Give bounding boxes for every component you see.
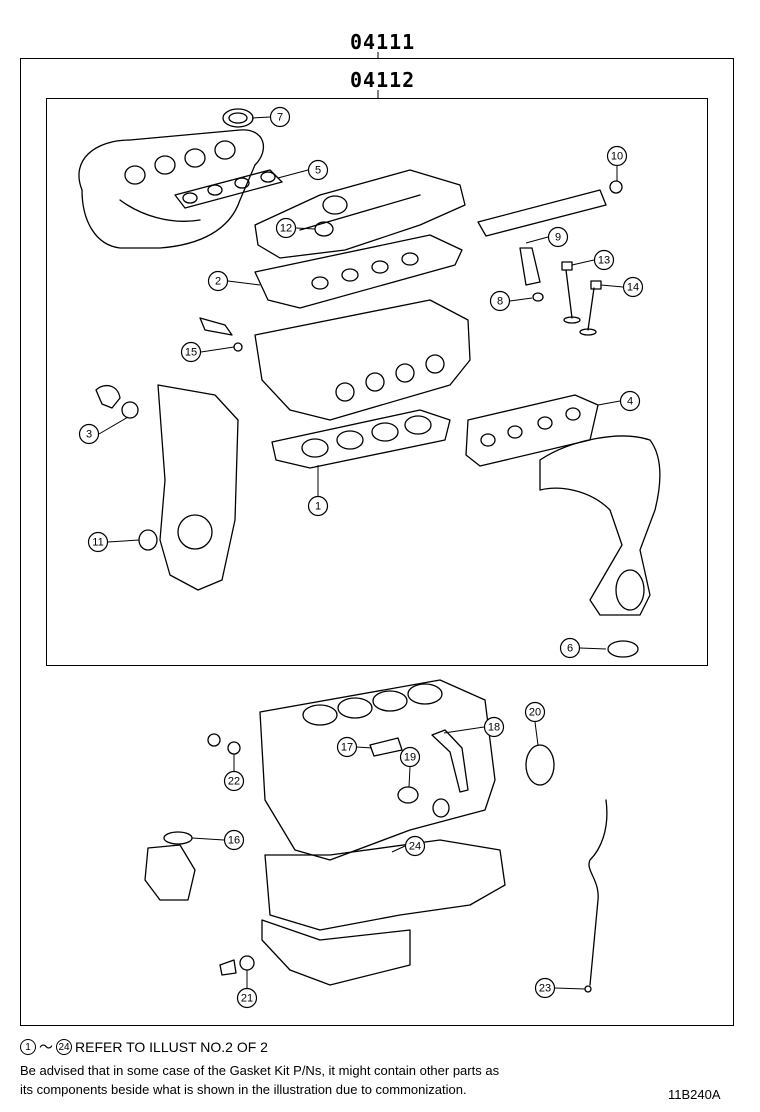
callout-label: 5 [315, 165, 321, 177]
callout-label: 4 [627, 396, 633, 408]
outer-kit-frame [20, 58, 734, 1026]
callout-label: 16 [228, 835, 240, 847]
callout-20: 20 [524, 701, 546, 723]
cylinder-head-part [254, 299, 471, 421]
callout-23: 23 [534, 977, 556, 999]
callout-label: 24 [409, 841, 421, 853]
head-cover-gasket-part [254, 234, 463, 309]
advisory-line-1: Be advised that in some case of the Gask… [20, 1063, 500, 1078]
oil-pan-part [261, 839, 506, 986]
callout-9: 9 [547, 226, 569, 248]
callout-ref-to: 24 [56, 1039, 72, 1055]
callout-label: 21 [241, 993, 253, 1005]
callout-label: 20 [529, 707, 541, 719]
throttle-gasket-part [222, 108, 254, 128]
fuel-rail-part [477, 180, 623, 302]
sensor-24-part [432, 798, 450, 818]
exhaust-manifold-part [539, 435, 661, 616]
callout-15: 15 [180, 341, 202, 363]
oil-filler-gasket-part [314, 221, 334, 237]
bracket-17-part [369, 737, 403, 757]
plug-part [207, 733, 221, 747]
dipstick-guide-part [588, 799, 608, 986]
callout-10: 10 [606, 145, 628, 167]
washer-21-part [239, 955, 255, 971]
callout-label: 3 [86, 429, 92, 441]
range-separator: ～ [39, 1039, 53, 1055]
callout-label: 6 [567, 643, 573, 655]
callout-label: 1 [315, 501, 321, 513]
head-cover-part [254, 169, 466, 259]
exhaust-gasket-part [465, 394, 599, 467]
washer-22-part [227, 741, 241, 755]
callout-label: 9 [555, 232, 561, 244]
callout-label: 17 [341, 742, 353, 754]
callout-13: 13 [593, 249, 615, 271]
kit-code-outer: 04111 [350, 30, 416, 54]
callout-label: 22 [228, 776, 240, 788]
seal-19-part [397, 786, 419, 804]
timing-cover-part [157, 384, 239, 591]
callout-16: 16 [223, 829, 245, 851]
callout-5: 5 [307, 159, 329, 181]
intake-gasket-part [174, 169, 283, 209]
callout-12: 12 [275, 217, 297, 239]
callout-14: 14 [622, 276, 644, 298]
intake-manifold-part [78, 129, 264, 249]
callout-7: 7 [269, 106, 291, 128]
callout-label: 11 [92, 537, 103, 549]
callout-17: 17 [336, 736, 358, 758]
callout-label: 2 [215, 276, 221, 288]
callout-label: 13 [598, 255, 610, 267]
plug-21-part [219, 959, 237, 976]
callout-label: 15 [185, 347, 197, 359]
callout-22: 22 [223, 770, 245, 792]
crank-seal-part [138, 529, 158, 551]
valves-part [561, 261, 602, 336]
callout-label: 12 [280, 223, 292, 235]
callout-label: 14 [627, 282, 639, 294]
water-pump-part [144, 831, 196, 901]
sensor-part [199, 317, 243, 352]
callout-11: 11 [87, 531, 109, 553]
reference-text: REFER TO ILLUST NO.2 OF 2 [75, 1039, 268, 1055]
kit-code-inner: 04112 [350, 68, 416, 92]
advisory-line-2: its components beside what is shown in t… [20, 1082, 467, 1097]
callout-3: 3 [78, 423, 100, 445]
callout-ref-from: 1 [20, 1039, 36, 1055]
callout-label: 10 [611, 151, 623, 163]
callout-8: 8 [489, 290, 511, 312]
callout-2: 2 [207, 270, 229, 292]
callout-label: 18 [488, 722, 500, 734]
callout-19: 19 [399, 746, 421, 768]
cylinder-block-part [259, 679, 496, 861]
callout-4: 4 [619, 390, 641, 412]
hose-18-part [431, 729, 469, 793]
illustration-id: 11B240A [668, 1087, 721, 1102]
inner-kit-frame [46, 98, 708, 666]
callout-label: 8 [497, 296, 503, 308]
head-gasket-part [271, 409, 451, 469]
callout-24: 24 [404, 835, 426, 857]
callout-18: 18 [483, 716, 505, 738]
o-ring-23-part [584, 985, 592, 993]
callout-label: 7 [277, 112, 283, 124]
callout-label: 23 [539, 983, 551, 995]
exhaust-pipe-gasket-part [607, 640, 639, 658]
callout-label: 19 [404, 752, 416, 764]
water-outlet-part [95, 384, 139, 419]
rear-seal-20-part [525, 744, 555, 786]
reference-note: 1 ～ 24 REFER TO ILLUST NO.2 OF 2 [20, 1037, 268, 1057]
callout-21: 21 [236, 987, 258, 1009]
callout-1: 1 [307, 495, 329, 517]
callout-6: 6 [559, 637, 581, 659]
